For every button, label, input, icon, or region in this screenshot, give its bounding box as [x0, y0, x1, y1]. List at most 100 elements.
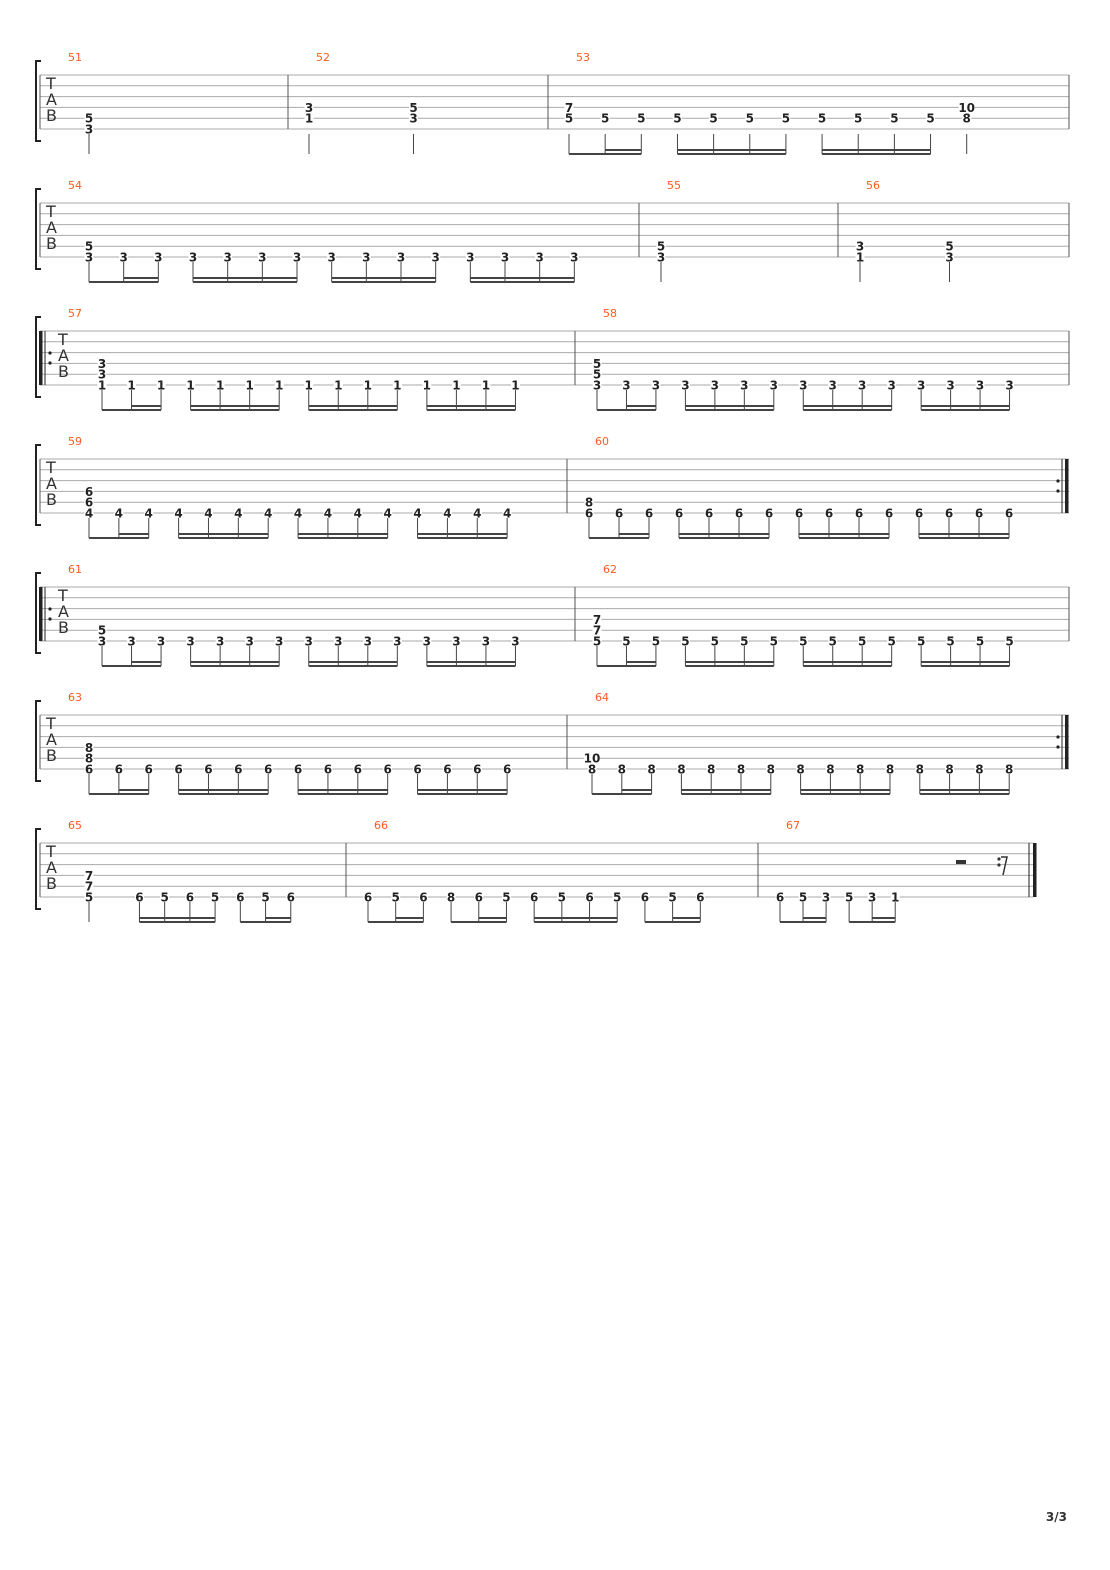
tab-clef-letter: T: [57, 330, 68, 349]
fret-number: 6: [115, 763, 123, 777]
fret-number: 8: [886, 763, 894, 777]
fret-number: 3: [423, 635, 431, 649]
fret-background: [709, 112, 719, 124]
tab-clef-letter: T: [45, 74, 56, 93]
fret-background: [235, 891, 245, 903]
fret-number: 6: [945, 507, 953, 521]
fret-number: 5: [917, 635, 925, 649]
fret-number: 5: [829, 635, 837, 649]
tab-clef-letter: B: [46, 746, 57, 765]
fret-number: 3: [85, 123, 93, 137]
fret-background: [916, 379, 926, 391]
fret-background: [304, 112, 314, 124]
fret-number: 3: [305, 101, 313, 115]
fret-number: 5: [601, 112, 609, 126]
fret-number: 3: [397, 251, 405, 265]
fret-background: [263, 763, 273, 775]
fret-background: [323, 763, 333, 775]
fret-number: 6: [765, 507, 773, 521]
fret-background: [529, 891, 539, 903]
tab-clef-letter: A: [46, 858, 57, 877]
measure-number: 57: [68, 307, 82, 320]
fret-background: [651, 635, 661, 647]
fret-number: 6: [1005, 507, 1013, 521]
fret-number: 3: [466, 251, 474, 265]
fret-background: [84, 891, 94, 903]
fret-background: [501, 891, 511, 903]
fret-number: 5: [945, 240, 953, 254]
fret-background: [472, 507, 482, 519]
fret-background: [887, 635, 897, 647]
fret-number: 5: [946, 635, 954, 649]
fret-background: [186, 635, 196, 647]
fret-number: 6: [145, 763, 153, 777]
tab-clef-letter: A: [46, 474, 57, 493]
fret-background: [446, 891, 456, 903]
fret-background: [114, 507, 124, 519]
fret-number: 3: [127, 635, 135, 649]
fret-number: 3: [652, 379, 660, 393]
fret-number: 6: [174, 763, 182, 777]
tab-clef-letter: B: [58, 618, 69, 637]
fret-number: 6: [975, 507, 983, 521]
fret-background: [798, 891, 808, 903]
fret-background: [621, 635, 631, 647]
fret-background: [647, 763, 657, 775]
final-thick-bar: [1033, 843, 1037, 897]
fret-number: 3: [245, 635, 253, 649]
fret-number: 1: [245, 379, 253, 393]
fret-number: 6: [915, 507, 923, 521]
page-number: 3/3: [1045, 1510, 1067, 1524]
fret-background: [363, 379, 373, 391]
fret-number: 3: [770, 379, 778, 393]
fret-background: [844, 891, 854, 903]
repeat-dot: [48, 617, 52, 621]
fret-number: 6: [675, 507, 683, 521]
fret-number: 6: [419, 891, 427, 905]
fret-number: 5: [740, 635, 748, 649]
fret-background: [210, 891, 220, 903]
fret-number: 1: [98, 379, 106, 393]
fret-number: 8: [618, 763, 626, 777]
measure-number: 65: [68, 819, 82, 832]
fret-background: [84, 485, 94, 497]
fret-number: 8: [945, 763, 953, 777]
fret-background: [223, 251, 233, 263]
fret-number: 4: [324, 507, 332, 521]
fret-background: [188, 251, 198, 263]
fret-background: [745, 112, 755, 124]
fret-number: 6: [413, 763, 421, 777]
fret-number: 5: [98, 624, 106, 638]
fret-number: 6: [503, 763, 511, 777]
fret-background: [333, 635, 343, 647]
fret-background: [855, 763, 865, 775]
fret-number: 1: [511, 379, 519, 393]
fret-number: 3: [98, 368, 106, 382]
fret-background: [817, 112, 827, 124]
fret-background: [413, 763, 423, 775]
fret-number: 6: [795, 507, 803, 521]
fret-number: 5: [85, 112, 93, 126]
fret-background: [353, 507, 363, 519]
fret-background: [857, 635, 867, 647]
fret-number: 3: [868, 891, 876, 905]
fret-background: [915, 763, 925, 775]
fret-background: [422, 635, 432, 647]
fret-number: 6: [825, 507, 833, 521]
fret-background: [651, 379, 661, 391]
repeat-start-thick-bar: [39, 587, 43, 641]
fret-background: [293, 763, 303, 775]
fret-background: [855, 240, 865, 252]
fret-background: [584, 507, 594, 519]
fret-number: 7: [85, 869, 93, 883]
fret-background: [431, 251, 441, 263]
fret-background: [884, 507, 894, 519]
measure-number: 64: [595, 691, 609, 704]
fret-number: 5: [652, 635, 660, 649]
system-bracket: [35, 316, 41, 398]
fret-number: 6: [585, 507, 593, 521]
fret-background: [1005, 379, 1015, 391]
